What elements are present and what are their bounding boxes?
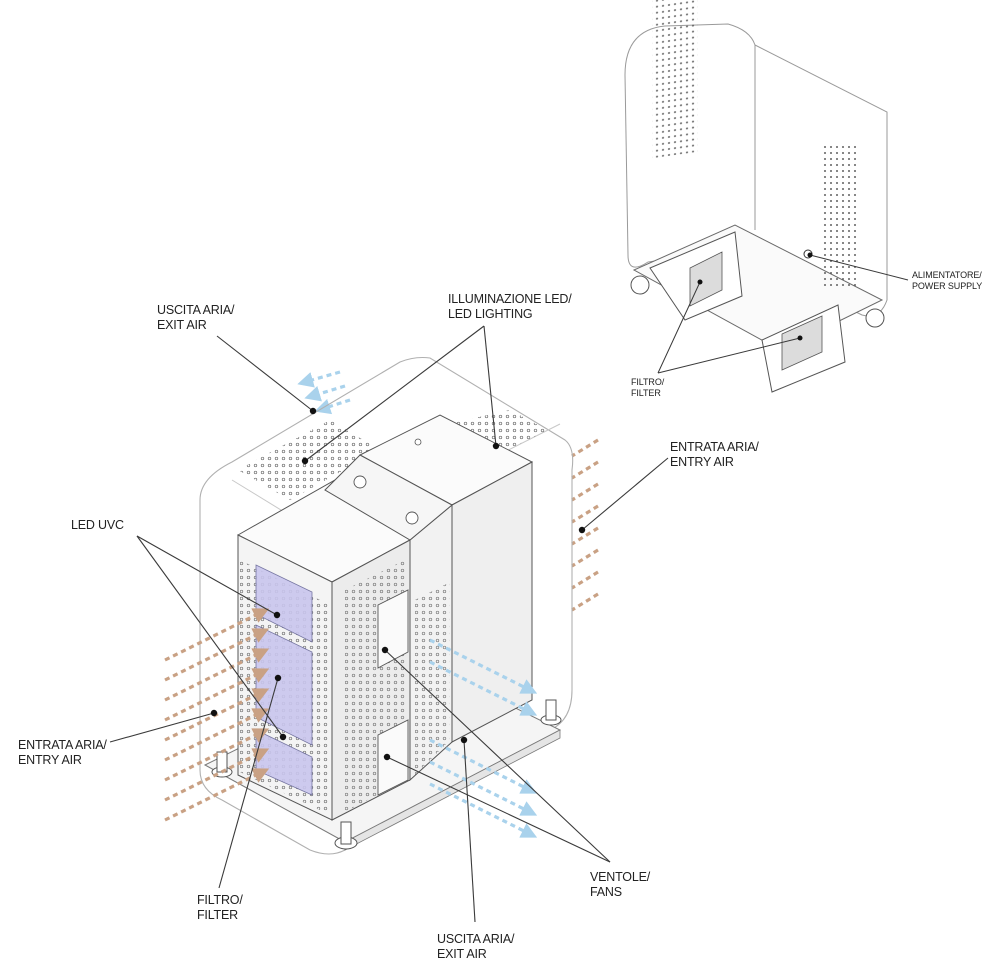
label-exit-air-top: USCITA ARIA/ EXIT AIR xyxy=(157,303,234,334)
label-line: POWER SUPPLY xyxy=(912,280,983,291)
top-perforation-left xyxy=(238,420,380,500)
inset-underside-view xyxy=(624,0,909,393)
label-line: FILTER xyxy=(197,908,238,923)
entry-air-right-arrows xyxy=(571,438,599,612)
label-line: FILTRO/ xyxy=(631,377,665,387)
label-line: LED LIGHTING xyxy=(448,307,533,322)
inset-filter-left xyxy=(689,251,723,307)
label-line: ENTRATA ARIA/ xyxy=(18,738,107,752)
purifier-main-unit xyxy=(199,356,574,855)
right-module-side xyxy=(451,461,533,743)
middle-module-top xyxy=(324,454,453,541)
label-line: ENTRY AIR xyxy=(18,753,82,768)
inset-left-perforation xyxy=(652,0,698,159)
top-hole-a xyxy=(353,475,367,489)
label-line: LED UVC xyxy=(71,518,124,532)
uvc-panel-upper xyxy=(255,564,313,643)
inset-leader-filter-b xyxy=(657,337,801,374)
label-line: ILLUMINAZIONE LED/ xyxy=(448,292,572,306)
label-line: FILTRO/ xyxy=(197,893,243,907)
label-line: USCITA ARIA/ xyxy=(157,303,235,317)
exit-air-top-arrows xyxy=(297,370,351,415)
inset-filter-right xyxy=(781,315,823,371)
inset-foot-left xyxy=(630,275,650,295)
label-fans: VENTOLE/ FANS xyxy=(590,870,650,901)
leader-lines xyxy=(109,325,669,923)
leader-dots xyxy=(210,407,586,761)
label-led-uvc: LED UVC xyxy=(71,518,124,533)
top-hole-c xyxy=(414,438,422,446)
label-line: EXIT AIR xyxy=(157,318,207,333)
label-filter-bottom: FILTRO/ FILTER xyxy=(197,893,243,924)
label-line: VENTOLE/ xyxy=(590,870,650,884)
entry-air-left-arrows xyxy=(164,608,270,822)
label-entry-air-left: ENTRATA ARIA/ ENTRY AIR xyxy=(18,738,107,769)
side-fan-lower xyxy=(377,719,409,796)
label-line: ENTRATA ARIA/ xyxy=(670,440,759,454)
label-line: FILTER xyxy=(631,387,661,398)
exit-air-bottom-arrows xyxy=(429,638,538,838)
label-line: ENTRY AIR xyxy=(670,455,734,470)
label-line: ALIMENTATORE/ xyxy=(912,270,982,280)
right-module-perforation xyxy=(415,582,450,775)
inset-leader-power-supply xyxy=(809,254,909,281)
label-led-lighting: ILLUMINAZIONE LED/ LED LIGHTING xyxy=(448,292,572,323)
inset-leader-filter-a xyxy=(657,281,701,374)
label-line: EXIT AIR xyxy=(437,947,487,962)
label-power-supply: ALIMENTATORE/ POWER SUPPLY xyxy=(912,270,982,292)
label-entry-air-right: ENTRATA ARIA/ ENTRY AIR xyxy=(670,440,759,471)
top-hole-b xyxy=(405,511,419,525)
outer-shell xyxy=(199,356,574,855)
label-filter-inset: FILTRO/ FILTER xyxy=(631,377,664,399)
uvc-panel-middle xyxy=(255,624,313,746)
label-exit-air-bottom: USCITA ARIA/ EXIT AIR xyxy=(437,932,514,963)
label-line: FANS xyxy=(590,885,622,900)
label-line: USCITA ARIA/ xyxy=(437,932,515,946)
inset-foot-right xyxy=(865,308,885,328)
